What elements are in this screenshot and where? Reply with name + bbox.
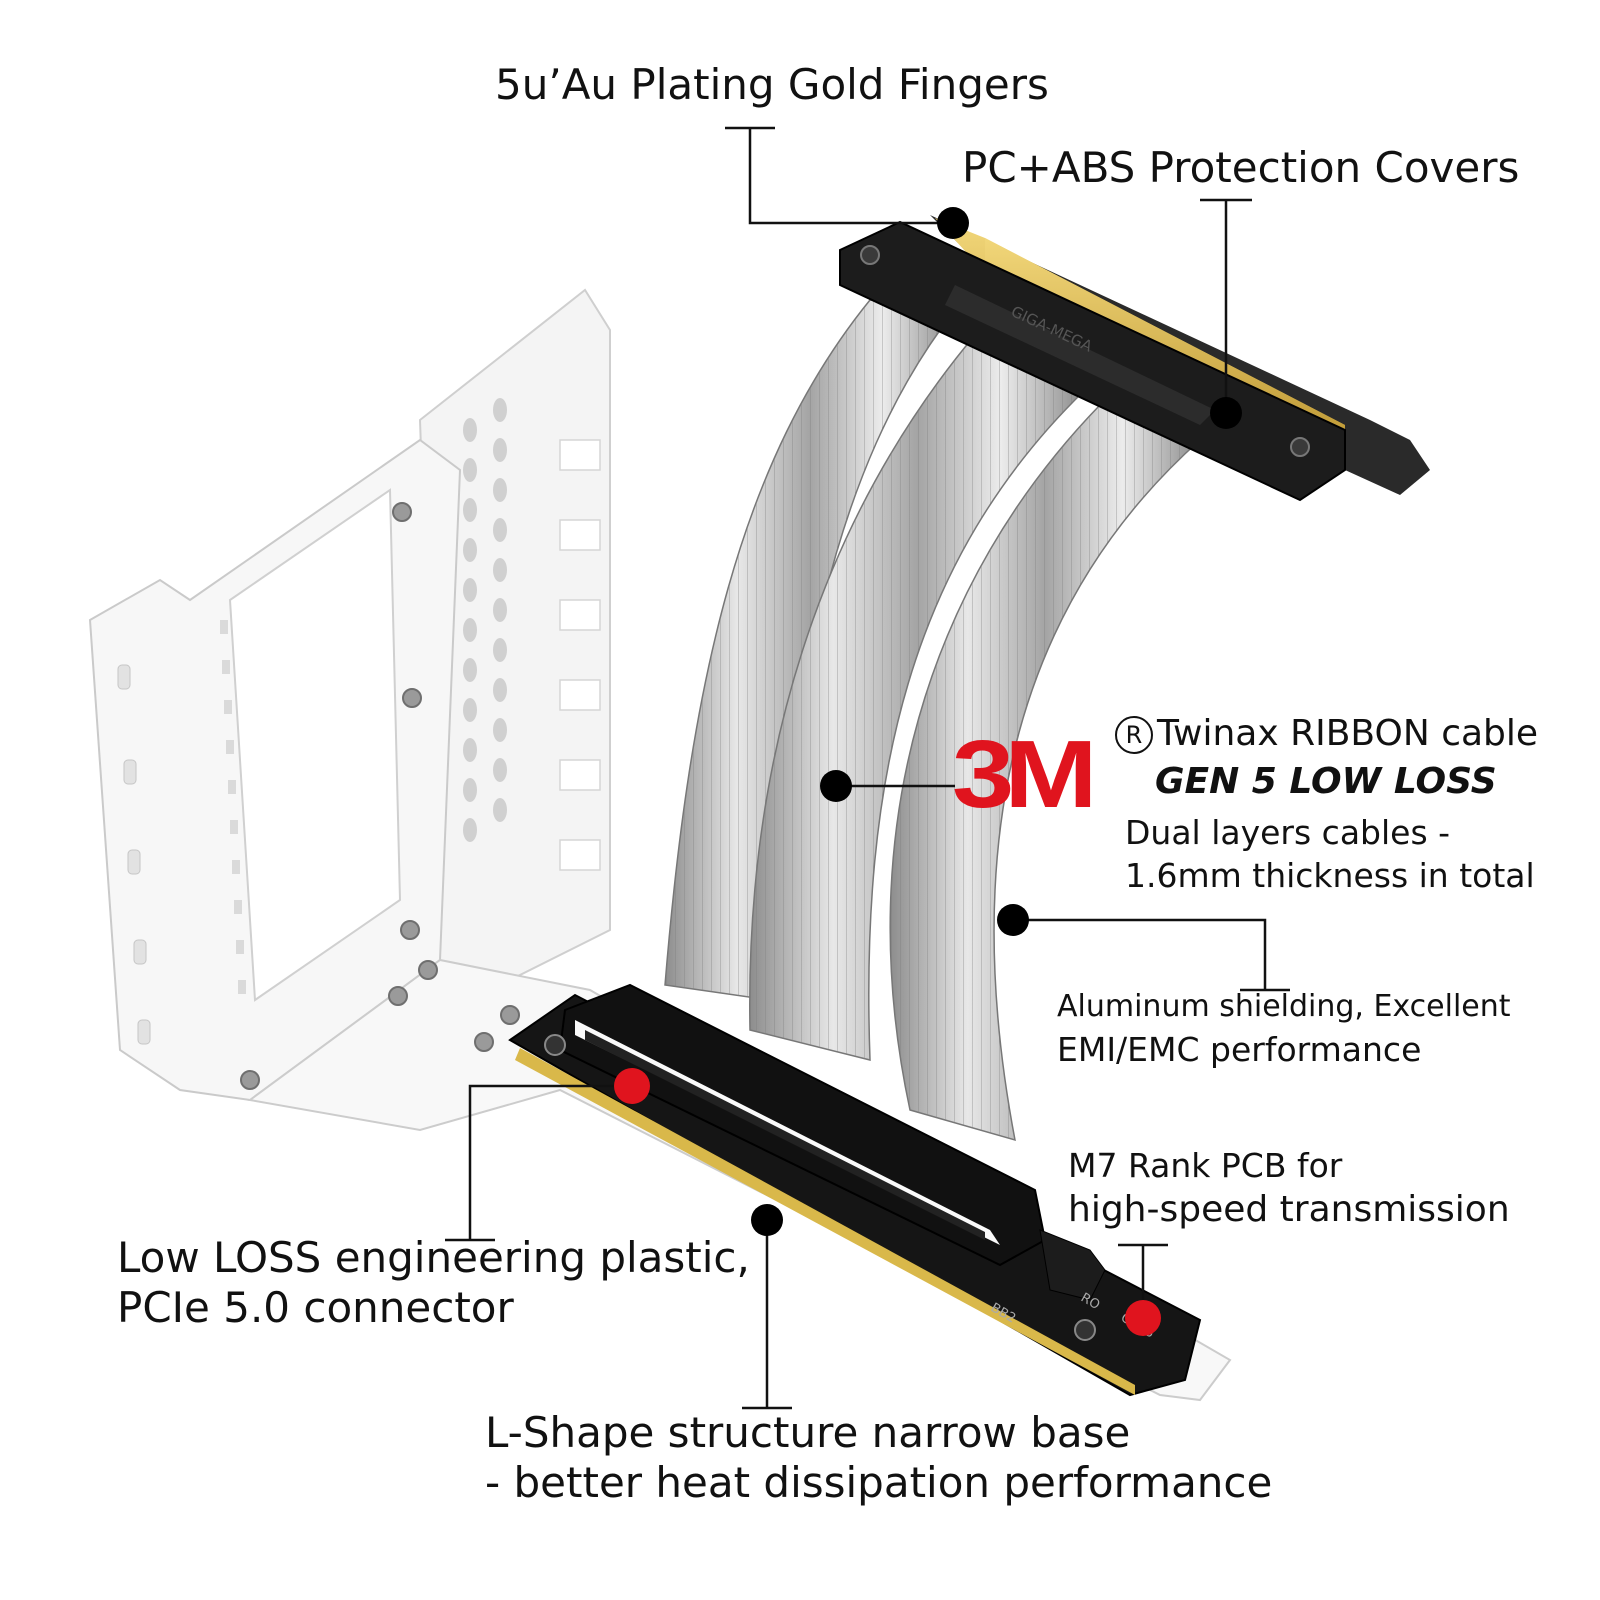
dot-shielding [997, 904, 1029, 936]
pcb-line2: high-speed transmission [1068, 1189, 1510, 1230]
callout-lines [445, 126, 1290, 1410]
plastic-connector-line2: PCIe 5.0 connector [117, 1283, 514, 1332]
plastic-connector-line1: Low LOSS engineering plastic, [117, 1233, 750, 1282]
dot-ribbon [820, 770, 852, 802]
ribbon-desc-line1: Dual layers cables - [1125, 813, 1451, 852]
dot-plastic-connector [614, 1068, 650, 1104]
registered-mark: R [1115, 716, 1153, 754]
pcb-line1: M7 Rank PCB for [1068, 1146, 1343, 1185]
brand-3m-logo: 3M [952, 721, 1098, 828]
shielding-line2: EMI/EMC performance [1057, 1030, 1422, 1069]
dot-gold-fingers [937, 207, 969, 239]
ribbon-title-text: Twinax RIBBON cable [1157, 713, 1539, 754]
top-connector: GIGA-MEGA [839, 215, 1430, 502]
base-line2: - better heat dissipation performance [485, 1458, 1273, 1507]
dot-base [751, 1204, 783, 1236]
shielding-line1: Aluminum shielding, Excellent [1057, 989, 1511, 1024]
ribbon-desc-line2: 1.6mm thickness in total [1125, 856, 1535, 895]
callout-dots [614, 207, 1242, 1336]
dot-covers [1210, 397, 1242, 429]
gold-fingers-label: 5u’Au Plating Gold Fingers [495, 60, 1049, 109]
dot-pcb [1125, 1300, 1161, 1336]
base-line1: L-Shape structure narrow base [485, 1408, 1131, 1457]
covers-label: PC+ABS Protection Covers [962, 143, 1520, 192]
ribbon-cables [664, 299, 1202, 1142]
ribbon-gen-label: GEN 5 LOW LOSS [1155, 761, 1497, 802]
